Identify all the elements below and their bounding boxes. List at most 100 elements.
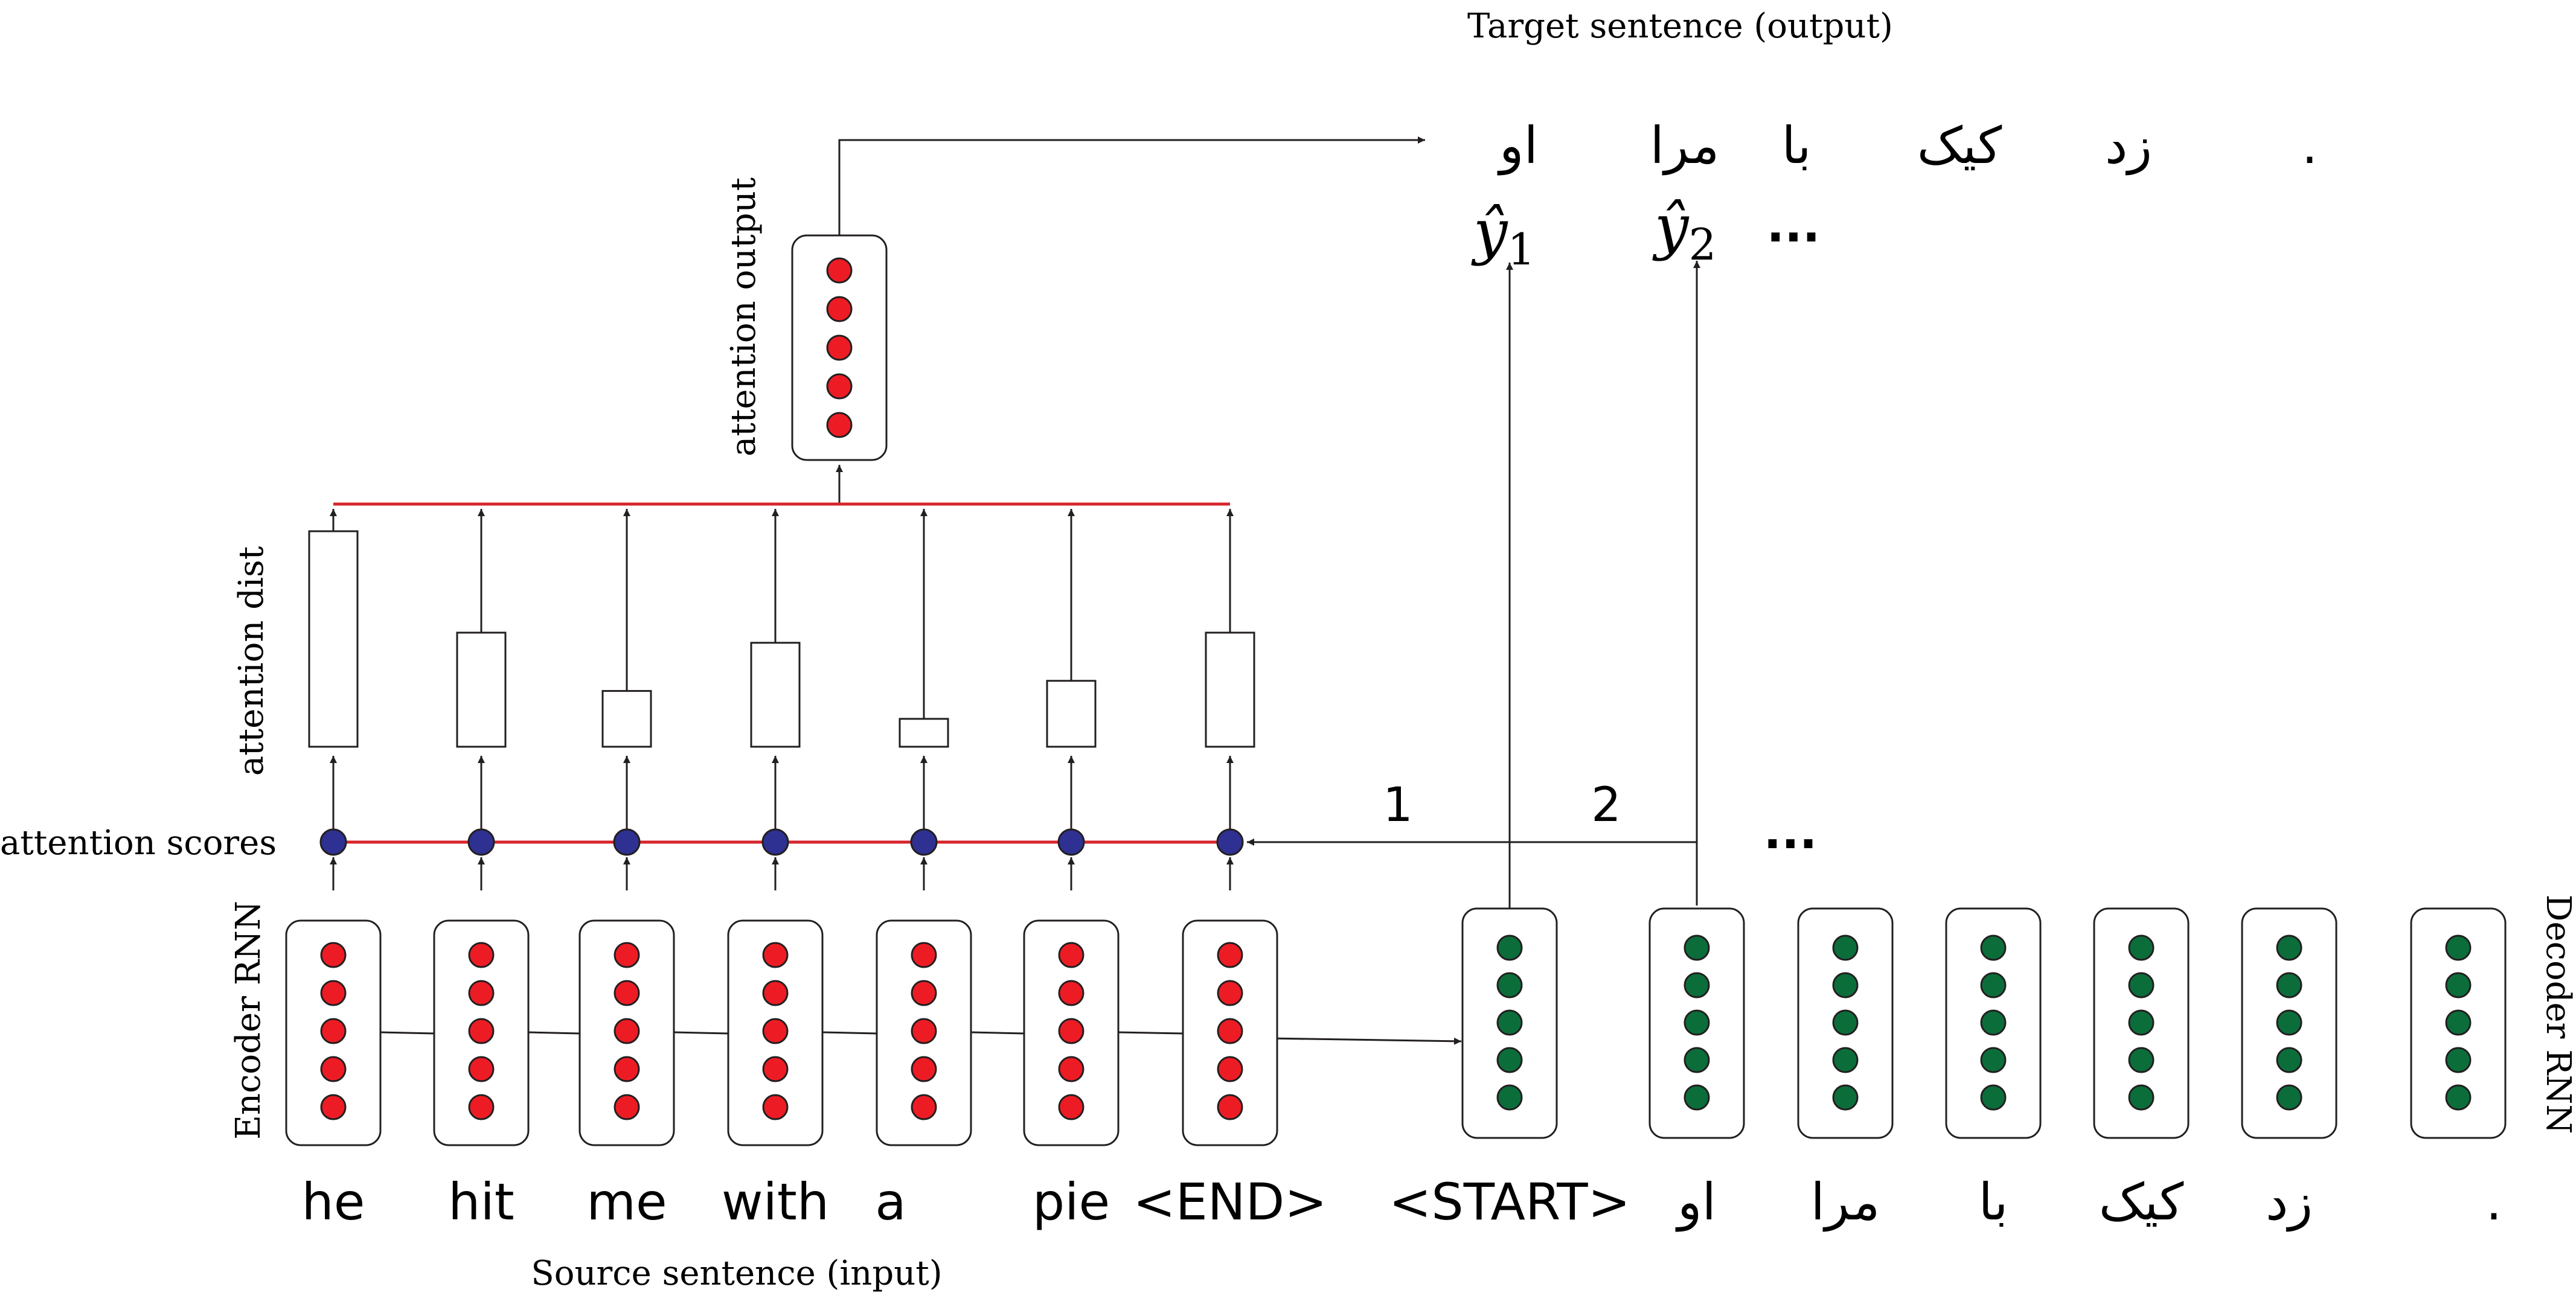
decoder-unit [2128,1009,2155,1036]
source-token: with [722,1172,829,1231]
encoder-unit [911,1018,937,1044]
y-hat-2-subscript: 2 [1689,219,1717,270]
attention-score-dot [1216,828,1244,856]
encoder-unit [1058,1056,1085,1082]
decoder-input-token: <START> [1389,1172,1630,1231]
attention-score-dot [613,828,641,856]
attention-score-dot [910,828,938,856]
encoder-unit [614,942,640,968]
decoder-unit [2276,972,2302,998]
encoder-unit [320,1094,347,1120]
attention-dist-bar [750,642,801,748]
encoder-link [970,1031,1025,1035]
decoder-unit [2276,1009,2302,1036]
attention-output-unit [826,373,853,400]
source-token: pie [1033,1172,1110,1231]
attention-output-label: attention output [724,177,763,456]
encoder-unit [911,1094,937,1120]
encoder-unit [614,980,640,1006]
decoder-unit [2445,972,2472,998]
attention-score-dots [319,828,1244,856]
encoder-rnn-label: Encoder RNN [229,901,268,1140]
attention-output-unit [826,412,853,438]
attention-bars [308,509,1255,890]
decoder-unit [1496,972,1523,998]
encoder-unit [1058,980,1085,1006]
decoder-unit [2445,1009,2472,1036]
encoder-unit [762,980,789,1006]
encoder-unit [320,980,347,1006]
encoder-unit [614,1018,640,1044]
output-token: مرا [1650,116,1720,176]
decoder-unit [1496,934,1523,961]
attention-score-dot [319,828,347,856]
attention-dist-bar [1046,680,1097,748]
encoder-unit [1217,1018,1243,1044]
decoder-cell [1648,907,1745,1139]
decoder-unit [1832,1009,1859,1036]
decoder-unit [2128,1047,2155,1073]
decoder-unit [1832,1047,1859,1073]
source-sentence-label: Source sentence (input) [531,1254,942,1293]
encoder-unit [320,942,347,968]
encoder-link [528,1031,580,1035]
attention-dist-bar [308,530,359,748]
encoder-unit [1217,1056,1243,1082]
encoder-unit [614,1094,640,1120]
output-token: با [1782,116,1812,175]
connectors [836,136,1700,1045]
source-token: me [586,1172,667,1231]
decoder-unit [2445,1084,2472,1111]
attention-dist-bar [456,631,507,748]
encoder-unit [1217,980,1243,1006]
decoder-cell [1461,907,1558,1139]
decoder-unit [1684,1047,1710,1073]
decoder-unit [2276,1047,2302,1073]
y-hat-1: ŷ1 [1471,196,1535,275]
decoder-rnn-label: Decoder RNN [2539,895,2576,1134]
encoder-cell [1182,919,1278,1146]
attention-output-unit [826,257,853,284]
output-token: . [2302,116,2318,175]
decoder-cell [1945,907,2042,1139]
attention-score-dot [761,828,789,856]
decoder-unit [1684,1009,1710,1036]
encoder-unit [1217,1094,1243,1120]
encoder-unit [468,1018,495,1044]
encoder-unit [762,1018,789,1044]
attention-scores-label: attention scores [0,823,277,863]
ellipsis-outputs: ... [1767,199,1821,253]
decoder-unit [1684,1084,1710,1111]
encoder-unit [911,1056,937,1082]
decoder-unit [1832,1084,1859,1111]
encoder-unit [468,980,495,1006]
encoder-links [380,1031,1184,1035]
encoder-link [822,1031,877,1035]
source-token: hit [448,1172,514,1231]
encoder-unit [320,1056,347,1082]
decoder-unit [1684,972,1710,998]
encoder-unit [1217,942,1243,968]
attention-output-to-target-arrow [838,136,1425,235]
decoder-unit [2128,1084,2155,1111]
encoder-cell [578,919,675,1146]
attention-output-vector [791,234,888,461]
target-sentence-label: Target sentence (output) [1467,7,1893,46]
source-token: a [875,1172,906,1231]
y-hat-2-base: ŷ [1652,191,1690,262]
decoder-unit [1980,934,2007,961]
encoder-unit [320,1018,347,1044]
encoder-cell [433,919,530,1146]
step-2-label: 2 [1591,778,1621,832]
encoder-unit [762,942,789,968]
decoder-unit [2445,934,2472,961]
decoder-cell [1797,907,1894,1139]
encoder-unit [1058,1018,1085,1044]
step-1-label: 1 [1383,778,1413,832]
decoder-unit [1980,1084,2007,1111]
y-hat-1-subscript: 1 [1508,224,1536,275]
decoder-input-token: مرا [1811,1172,1880,1232]
encoder-to-decoder-arrow [1267,1037,1462,1045]
